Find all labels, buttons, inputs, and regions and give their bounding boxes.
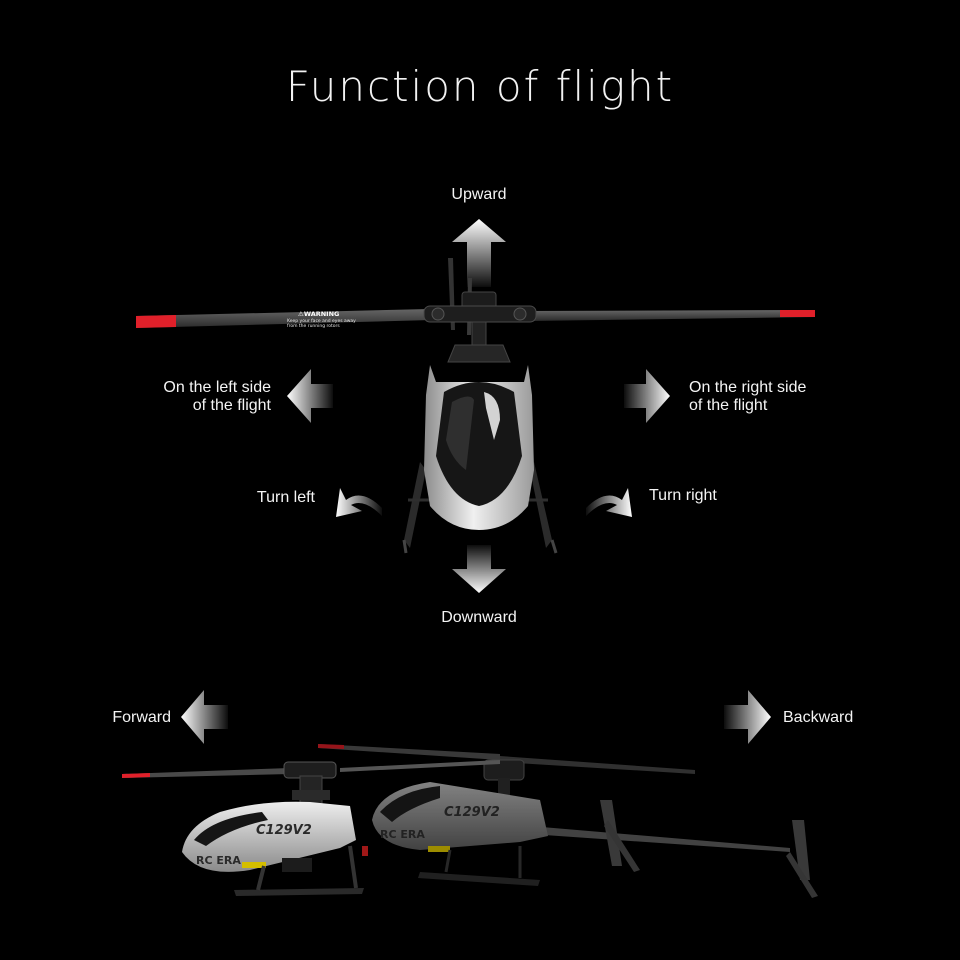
arrow-down-icon xyxy=(452,545,506,593)
helicopter-side-view-front: RC ERA C129V2 xyxy=(122,760,500,896)
turn-right-icon xyxy=(586,488,632,517)
label-right-side: On the right side of the flight xyxy=(689,379,859,415)
brand-text-back: RC ERA xyxy=(380,828,425,841)
label-right-side-line2: of the flight xyxy=(689,397,768,414)
warning-text-2: from the running rotors xyxy=(287,323,340,329)
arrow-forward-icon xyxy=(181,690,228,744)
label-left-side: On the left side of the flight xyxy=(120,379,271,415)
label-downward: Downward xyxy=(441,609,517,626)
helicopter-side-view-back: RC ERA C129V2 xyxy=(318,744,818,898)
brand-text-front: RC ERA xyxy=(196,854,241,867)
arrow-right-icon xyxy=(624,369,670,423)
model-text-front: C129V2 xyxy=(256,823,312,838)
arrow-up-icon xyxy=(452,219,506,287)
label-right-side-line1: On the right side xyxy=(689,379,807,396)
label-left-side-line1: On the left side xyxy=(163,379,271,396)
page-title: Function of flight xyxy=(285,62,675,111)
label-left-side-line2: of the flight xyxy=(192,397,271,414)
label-upward: Upward xyxy=(451,186,507,203)
label-backward: Backward xyxy=(783,709,854,726)
label-forward: Forward xyxy=(112,709,171,726)
helicopter-front-view xyxy=(136,258,815,554)
arrow-backward-icon xyxy=(724,690,771,744)
label-turn-right: Turn right xyxy=(649,487,717,504)
turn-left-icon xyxy=(336,488,382,517)
warning-text-1: Keep your face and eyes away xyxy=(287,318,356,324)
model-text-back: C129V2 xyxy=(444,805,500,820)
warning-title: ⚠WARNING xyxy=(298,310,339,318)
arrow-left-icon xyxy=(287,369,333,423)
label-turn-left: Turn left xyxy=(256,489,315,506)
